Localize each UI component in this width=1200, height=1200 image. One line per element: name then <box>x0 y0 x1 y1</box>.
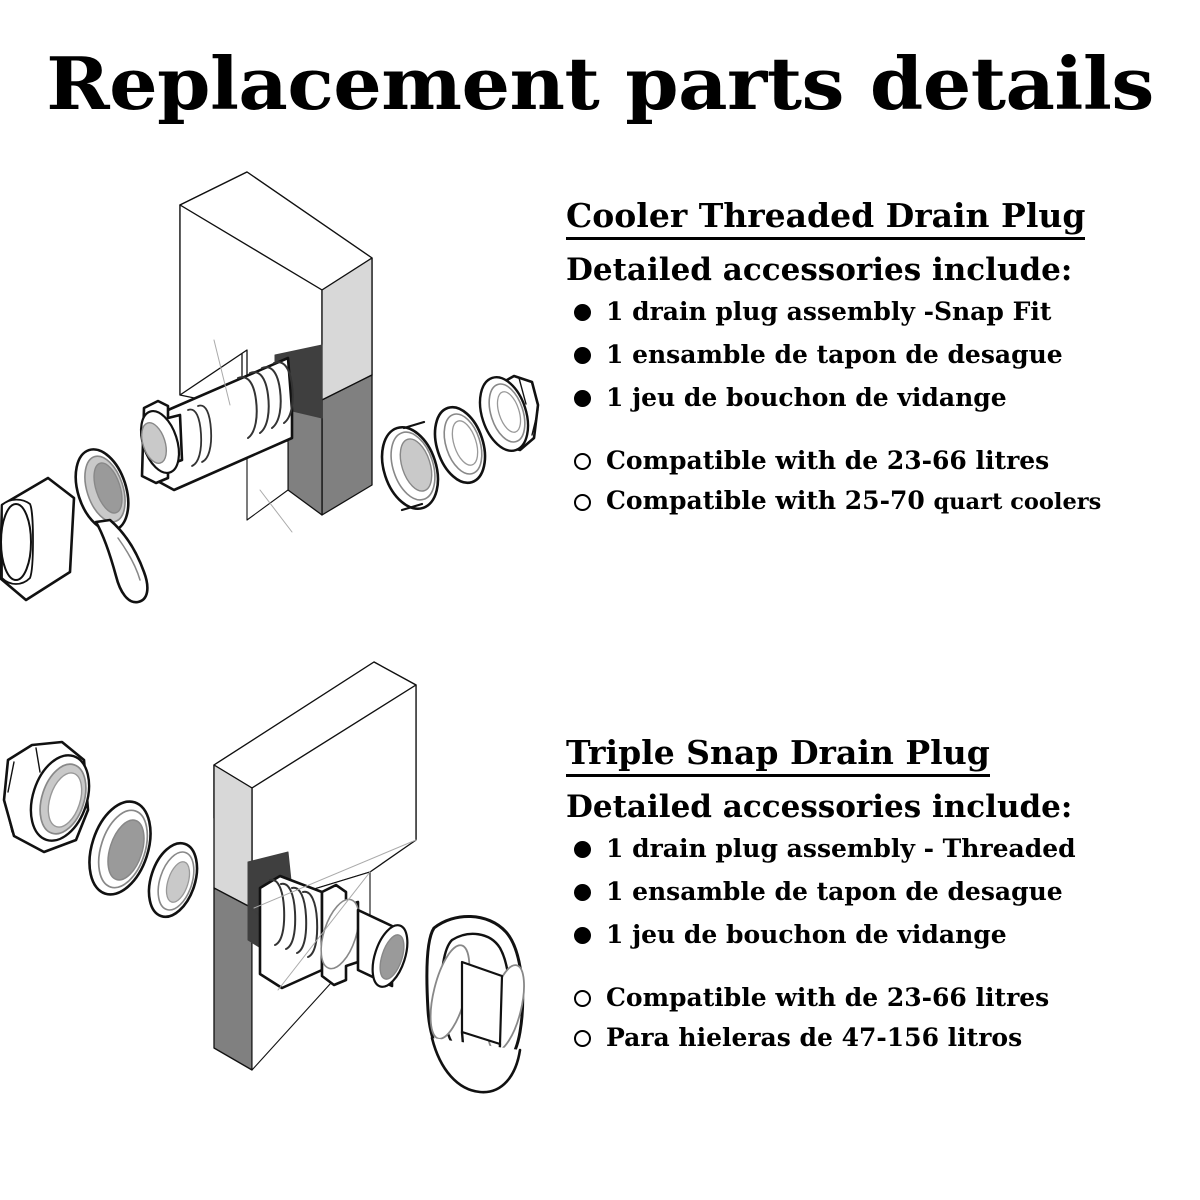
washer-ring <box>433 405 487 485</box>
section-1-text: Cooler Threaded Drain Plug Detailed acce… <box>566 196 1194 522</box>
list-item: 1 jeu de bouchon de vidange <box>566 376 1194 419</box>
filled-bullet-icon <box>574 840 591 858</box>
list-item: 1 jeu de bouchon de vidange <box>566 913 1194 956</box>
list-item-label: 1 ensamble de tapon de desague <box>606 340 1063 369</box>
filled-bullet-icon <box>574 389 591 407</box>
list-item: Compatible with de 23-66 litres <box>566 441 1194 481</box>
section-subheading: Detailed accessories include: <box>566 789 1073 825</box>
list-item: 1 drain plug assembly -Snap Fit <box>566 290 1194 333</box>
hex-nut <box>478 374 540 452</box>
list-item-label: Compatible with de 23-66 litres <box>606 983 1050 1012</box>
list-item: 1 ensamble de tapon de desague <box>566 870 1194 913</box>
washer-ring <box>147 841 199 919</box>
list-item-label: 1 drain plug assembly -Snap Fit <box>606 297 1052 326</box>
list-item: 1 drain plug assembly - Threaded <box>566 827 1194 870</box>
snap-barrel-body <box>258 874 409 990</box>
list-item-label: 1 drain plug assembly - Threaded <box>606 834 1076 863</box>
included-accessories-list: 1 drain plug assembly - Threaded 1 ensam… <box>566 827 1194 956</box>
list-item: Para hieleras de 47-156 litros <box>566 1018 1194 1058</box>
section-subheading: Detailed accessories include: <box>566 252 1073 288</box>
list-item-label: 1 ensamble de tapon de desague <box>606 877 1063 906</box>
list-item-label: Compatible with de 23-66 litres <box>606 446 1050 475</box>
hollow-bullet-icon <box>574 1030 591 1047</box>
section-heading: Cooler Threaded Drain Plug <box>566 196 1086 240</box>
section-heading: Triple Snap Drain Plug <box>566 733 990 777</box>
list-item: Compatible with de 23-66 litres <box>566 978 1194 1018</box>
compatibility-list: Compatible with de 23-66 litres Compatib… <box>566 441 1194 522</box>
filled-bullet-icon <box>574 883 591 901</box>
cooler-wall-panel <box>213 661 417 1071</box>
hollow-bullet-icon <box>574 493 591 511</box>
page-title: Replacement parts details <box>46 41 1154 126</box>
exploded-threaded-drain-plug-diagram <box>0 160 552 610</box>
gasket-ring <box>88 800 152 896</box>
included-accessories-list: 1 drain plug assembly -Snap Fit 1 ensamb… <box>566 290 1194 419</box>
section-2-text: Triple Snap Drain Plug Detailed accessor… <box>566 733 1194 1058</box>
list-item-label-tail: quart coolers <box>933 489 1102 515</box>
tethered-gasket-strap <box>74 448 149 604</box>
compatibility-list: Compatible with de 23-66 litres Para hie… <box>566 978 1194 1058</box>
list-item-label: Para hieleras de 47-156 litros <box>606 1023 1023 1052</box>
list-item-label: Compatible with 25-70 <box>606 486 934 515</box>
d-ring-pull-handle <box>425 915 525 1094</box>
end-cap <box>0 476 76 602</box>
threaded-barrel-body <box>139 356 294 492</box>
hex-nut <box>2 740 91 854</box>
hollow-bullet-icon <box>574 990 591 1007</box>
gasket-ring <box>380 420 440 512</box>
list-item-label: 1 jeu de bouchon de vidange <box>606 920 1007 949</box>
list-item-label: 1 jeu de bouchon de vidange <box>606 383 1007 412</box>
filled-bullet-icon <box>574 346 591 364</box>
list-item: 1 ensamble de tapon de desague <box>566 333 1194 376</box>
hollow-bullet-icon <box>574 453 591 470</box>
filled-bullet-icon <box>574 303 591 321</box>
exploded-snap-drain-plug-diagram <box>0 640 552 1110</box>
filled-bullet-icon <box>574 926 591 944</box>
list-item: Compatible with 25-70 quart coolers <box>566 481 1194 522</box>
